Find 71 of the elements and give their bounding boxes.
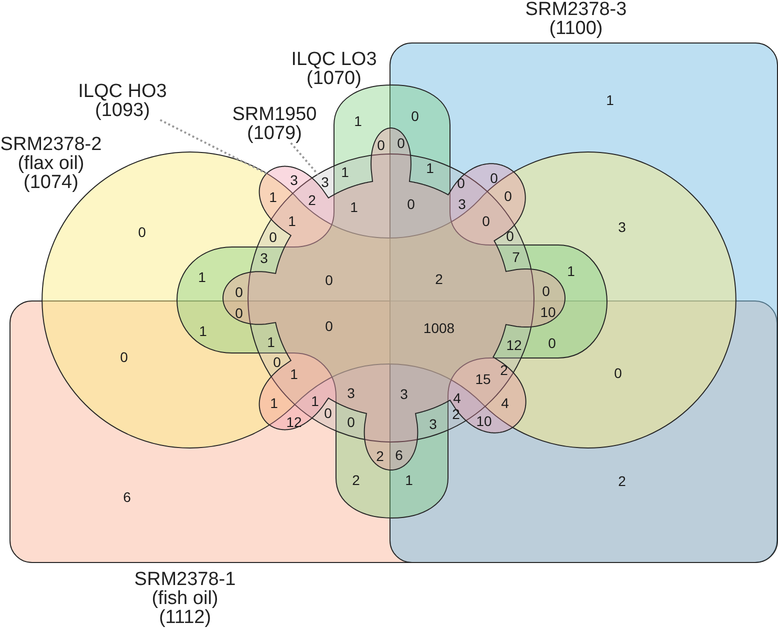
- region-count: 3: [400, 387, 408, 401]
- region-count: 1008: [423, 321, 455, 335]
- region-count: 0: [377, 138, 385, 152]
- region-count: 1: [341, 165, 349, 179]
- region-count: 4: [453, 391, 461, 405]
- region-count: 3: [458, 197, 466, 211]
- region-count: 6: [395, 448, 403, 462]
- region-count: 0: [504, 189, 512, 203]
- region-count: 0: [407, 197, 415, 211]
- region-count: 3: [347, 386, 355, 400]
- region-count: 1: [288, 214, 296, 228]
- region-count: 0: [614, 366, 622, 380]
- region-count: 0: [457, 176, 465, 190]
- region-count: 0: [325, 273, 333, 287]
- region-count: 0: [411, 109, 419, 123]
- leader-line: [290, 142, 319, 176]
- region-count: 1: [606, 93, 614, 107]
- leader-line: [160, 119, 267, 174]
- region-count: 0: [548, 336, 556, 350]
- set-label: SRM2378-2 (flax oil) (1074): [0, 135, 103, 192]
- region-count: 1: [267, 335, 275, 349]
- set-label: ILQC HO3 (1093): [77, 82, 168, 120]
- region-count: 1: [350, 200, 358, 214]
- region-count: 1: [269, 190, 277, 204]
- region-count: 2: [500, 363, 508, 377]
- region-count: 1: [199, 324, 207, 338]
- region-count: 2: [452, 407, 460, 421]
- region-count: 2: [352, 473, 360, 487]
- region-count: 0: [138, 225, 146, 239]
- region-count: 0: [482, 214, 490, 228]
- set-label: SRM2378-1 (fish oil) (1112): [133, 570, 237, 627]
- region-count: 0: [347, 415, 355, 429]
- region-count: 7: [512, 250, 520, 264]
- region-count: 1: [270, 396, 278, 410]
- region-count: 6: [123, 490, 131, 504]
- region-count: 0: [324, 406, 332, 420]
- region-count: 0: [542, 284, 550, 298]
- region-count: 0: [120, 350, 128, 364]
- region-count: 10: [540, 305, 556, 319]
- region-count: 15: [475, 372, 491, 386]
- region-count: 0: [235, 285, 243, 299]
- set-label: SRM2378-3 (1100): [524, 0, 628, 38]
- region-count: 3: [321, 175, 329, 189]
- region-count: 12: [286, 415, 302, 429]
- region-count: 1: [354, 114, 362, 128]
- region-count: 2: [435, 272, 443, 286]
- region-count: 1: [426, 161, 434, 175]
- set-label: SRM1950 (1079): [231, 105, 318, 143]
- region-count: 0: [235, 306, 243, 320]
- region-count: 3: [260, 251, 268, 265]
- region-count: 0: [490, 171, 498, 185]
- region-count: 0: [269, 230, 277, 244]
- region-count: 1: [405, 473, 413, 487]
- region-count: 0: [506, 229, 514, 243]
- region-count: 4: [501, 396, 509, 410]
- region-count: 1: [198, 270, 206, 284]
- region-count: 3: [429, 417, 437, 431]
- region-count: 1: [567, 264, 575, 278]
- region-count: 1: [290, 367, 298, 381]
- region-count: 1: [311, 394, 319, 408]
- region-count: 2: [308, 193, 316, 207]
- region-count: 3: [290, 173, 298, 187]
- region-count: 3: [618, 220, 626, 234]
- region-count: 0: [325, 319, 333, 333]
- region-count: 10: [476, 414, 492, 428]
- region-count: 2: [376, 449, 384, 463]
- set-label: ILQC LO3 (1070): [290, 50, 378, 88]
- region-count: 0: [397, 136, 405, 150]
- region-count: 0: [273, 355, 281, 369]
- region-count: 12: [506, 338, 522, 352]
- region-count: 2: [618, 474, 626, 488]
